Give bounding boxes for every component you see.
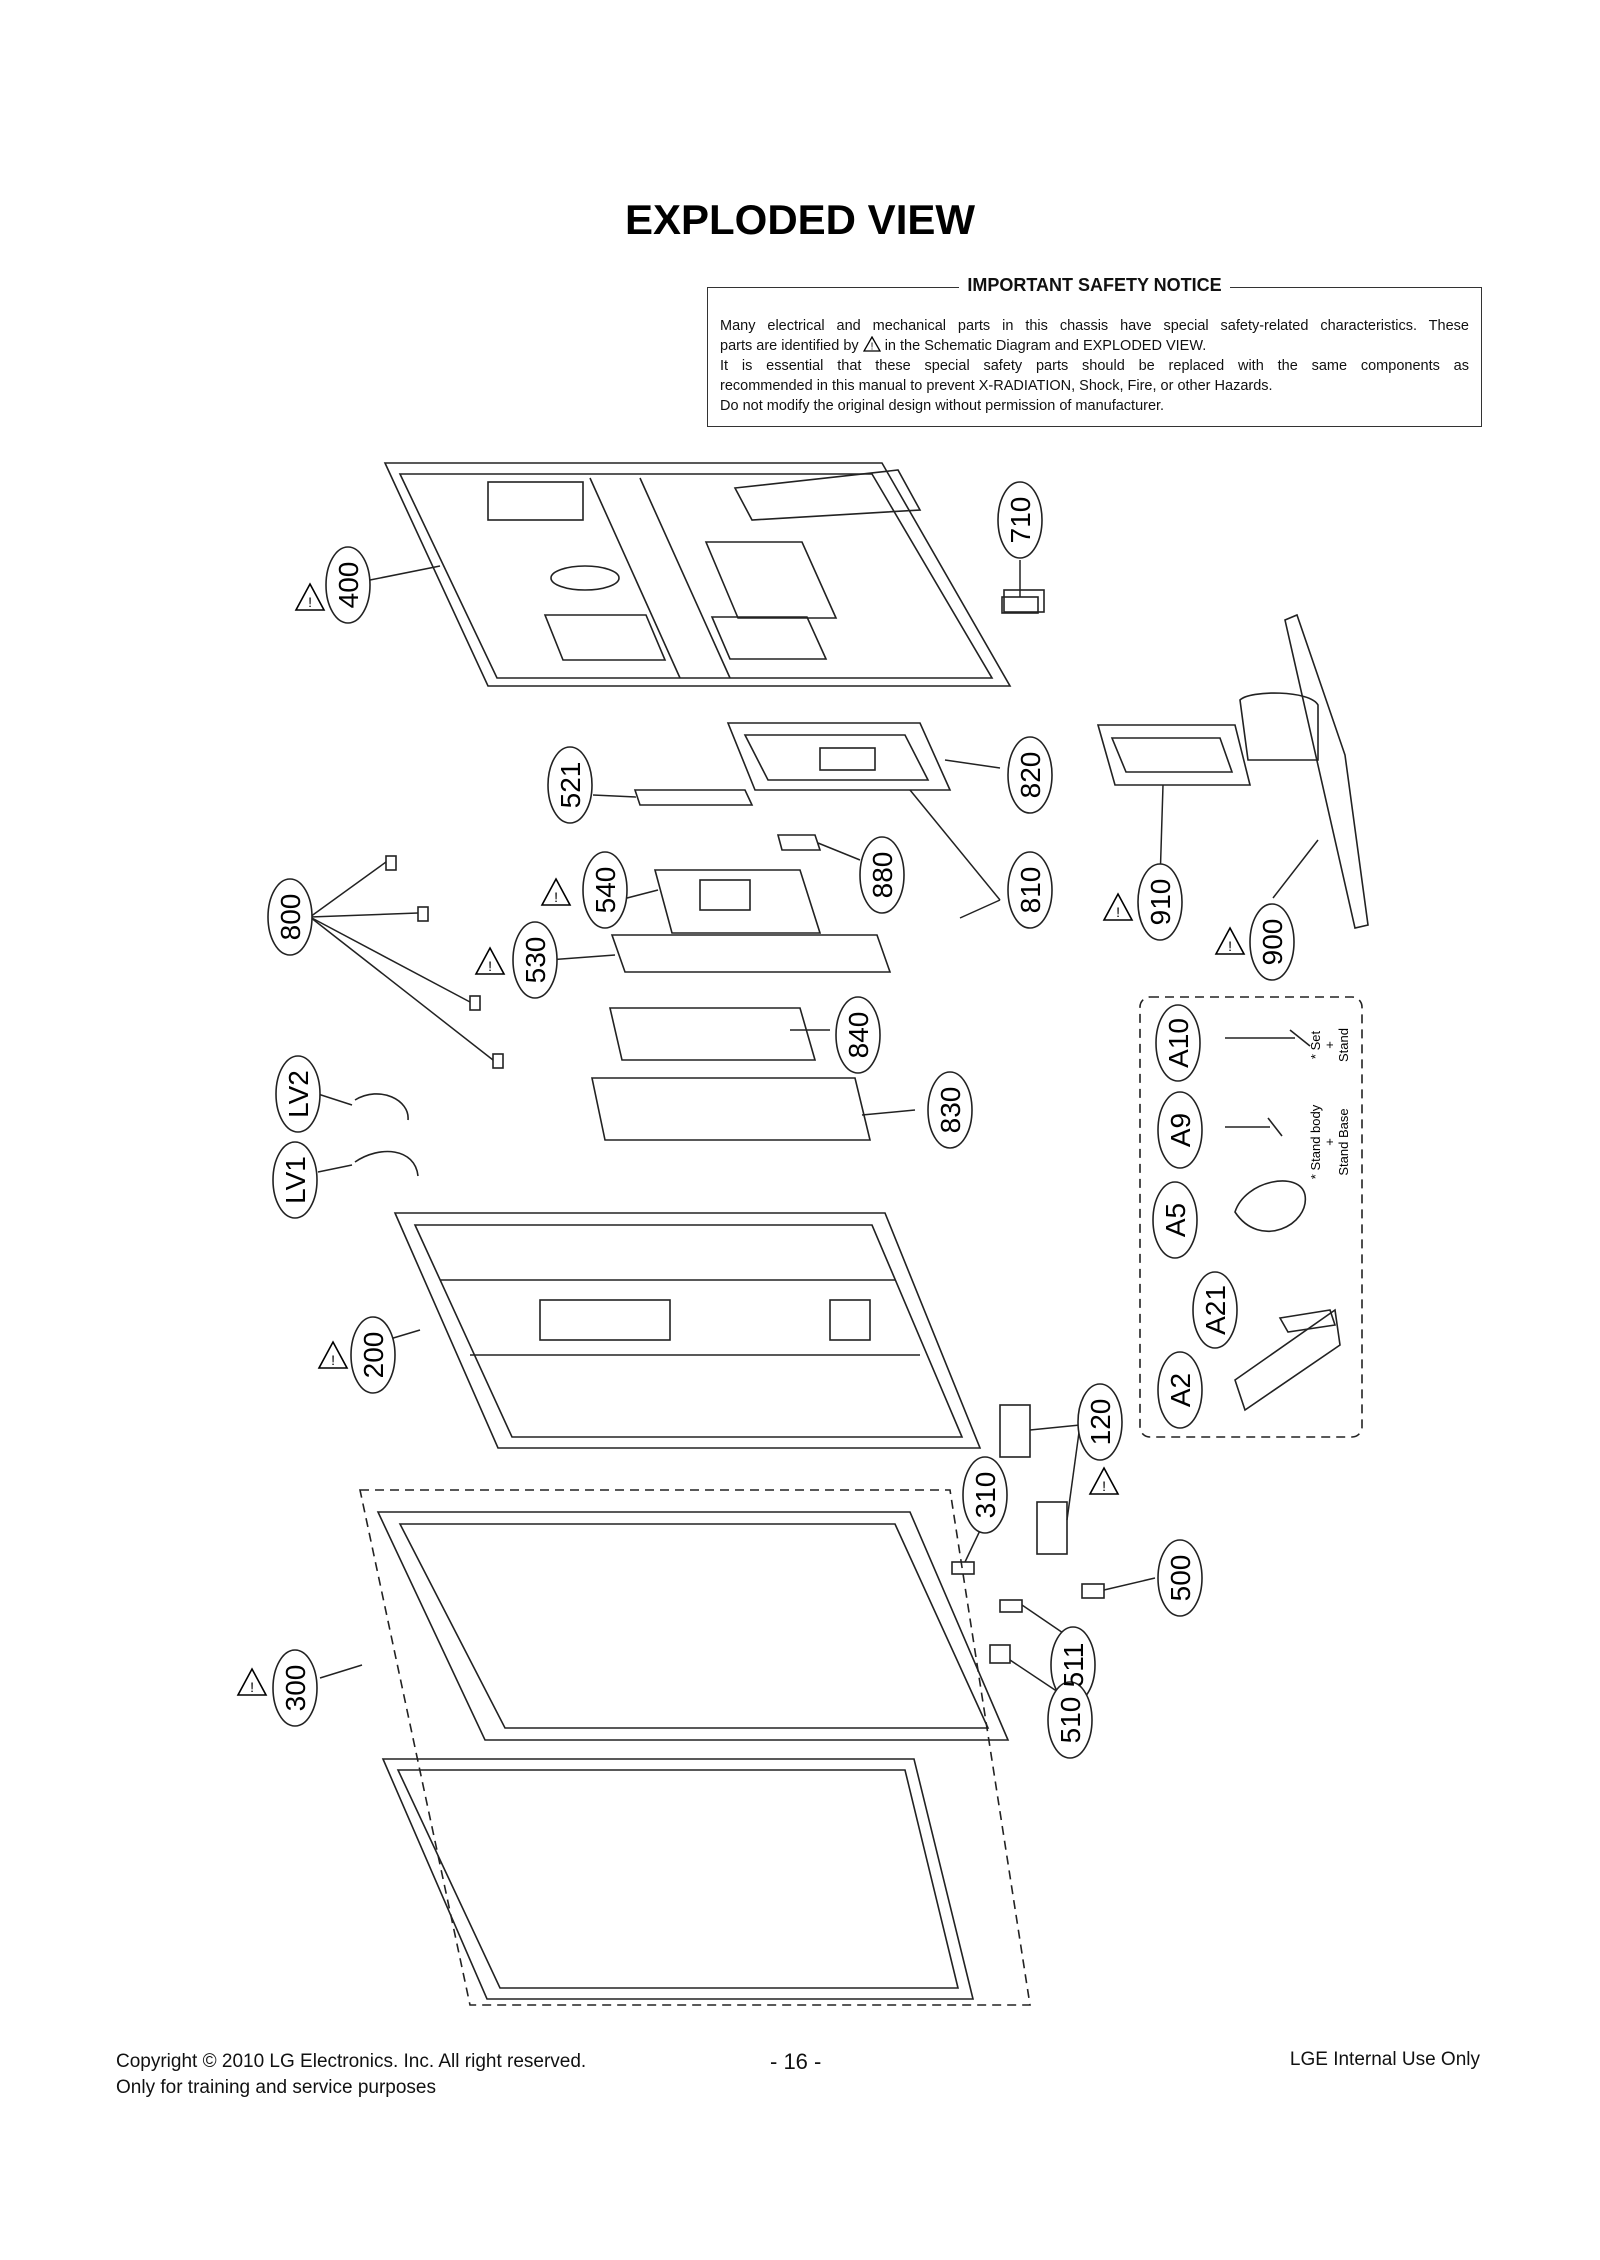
cover-a5-shape (1234, 1180, 1306, 1232)
purpose-text: Only for training and service purposes (116, 2077, 436, 2098)
part-710-shape (1001, 596, 1039, 614)
part-310-shape (951, 1561, 975, 1575)
main-board-540-part (653, 869, 822, 934)
label-900: 900 (1257, 919, 1288, 966)
label-200: 200 (358, 1332, 389, 1379)
label-830: 830 (935, 1087, 966, 1134)
label-lv2: LV2 (283, 1070, 314, 1118)
warning-triangle-icon: ! (862, 336, 881, 353)
rear-cover-part (383, 462, 1045, 687)
label-840: 840 (843, 1012, 874, 1059)
label-300: 300 (280, 1665, 311, 1712)
internal-use-text: LGE Internal Use Only (1289, 2049, 1480, 2070)
cable-lv1-part (354, 1150, 419, 1177)
warning-triangle-icon (295, 583, 325, 611)
note-body-base-2: + (1322, 1138, 1337, 1146)
label-910: 910 (1145, 879, 1176, 926)
label-lv1: LV1 (280, 1156, 311, 1204)
note-body-base-3: Stand Base (1336, 1108, 1351, 1175)
footer-left: Copyright © 2010 LG Electronics. Inc. Al… (116, 2049, 586, 2101)
label-880: 880 (867, 852, 898, 899)
bracket-820-part (726, 722, 952, 791)
warning-triangle-icon (318, 1341, 348, 1369)
shield-830-part (591, 1077, 872, 1141)
warning-triangle-icon (475, 947, 505, 975)
label-a2: A2 (1165, 1373, 1196, 1407)
insulator-840-part (608, 1007, 817, 1061)
notice-line-4: recommended in this manual to prevent X-… (720, 378, 1273, 394)
label-521: 521 (555, 762, 586, 809)
notice-line-5: Do not modify the original design withou… (720, 398, 1165, 414)
page-title: EXPLODED VIEW (624, 196, 976, 243)
label-530: 530 (520, 937, 551, 984)
speaker-120-top (999, 1404, 1031, 1458)
notice-line-2-end: in the Schematic Diagram and EXPLODED VI… (884, 338, 1207, 354)
board-521-part (633, 789, 754, 806)
label-a10: A10 (1163, 1018, 1194, 1068)
label-500: 500 (1165, 1555, 1196, 1602)
page-number: - 16 - (770, 2049, 822, 2074)
part-510-shape (989, 1644, 1011, 1664)
label-800: 800 (275, 894, 306, 941)
svg-text:!: ! (870, 342, 873, 353)
screw-a10-shape (1225, 1029, 1311, 1047)
label-511: 511 (1058, 1643, 1089, 1688)
notice-line-1: Many electrical and mechanical parts in … (720, 318, 1469, 334)
power-board-530-part (610, 934, 892, 973)
part-511-shape (999, 1599, 1023, 1613)
cover-a21-shape (1278, 1309, 1337, 1333)
safety-notice-box: IMPORTANT SAFETY NOTICE Many electrical … (707, 275, 1482, 427)
screws-800-part (385, 855, 504, 1069)
stand-part (1096, 613, 1369, 929)
backlight-chassis-200-part (393, 1212, 982, 1449)
warning-triangle-icon (1089, 1467, 1119, 1495)
front-cabinet-300-part (376, 1511, 1010, 2000)
label-310: 310 (970, 1472, 1001, 1519)
note-set-stand-2: + (1322, 1041, 1337, 1049)
warning-triangle-icon (1103, 893, 1133, 921)
notice-line-2: parts are identified by ! in the Schemat… (720, 336, 1469, 356)
label-810: 810 (1015, 867, 1046, 914)
copyright-text: Copyright © 2010 LG Electronics. Inc. Al… (116, 2051, 587, 2072)
screw-a9-shape (1225, 1117, 1283, 1137)
label-540: 540 (590, 867, 621, 914)
label-400: 400 (333, 562, 364, 609)
note-set-stand-3: Stand (1336, 1028, 1351, 1062)
front-assembly-outline (359, 1489, 1031, 2006)
note-body-base-1: * Stand body (1308, 1104, 1323, 1179)
label-a21: A21 (1200, 1285, 1231, 1335)
cable-lv2-part (354, 1093, 409, 1121)
label-820: 820 (1015, 752, 1046, 799)
label-710: 710 (1005, 497, 1036, 544)
notice-line-3: It is essential that these special safet… (720, 358, 1469, 374)
label-a9: A9 (1165, 1113, 1196, 1147)
safety-notice-title: IMPORTANT SAFETY NOTICE (959, 275, 1230, 295)
warning-triangle-icon (541, 878, 571, 906)
label-120: 120 (1085, 1399, 1116, 1446)
part-880-shape (776, 834, 822, 851)
label-510: 510 (1055, 1697, 1086, 1744)
safety-notice-body: Many electrical and mechanical parts in … (720, 316, 1469, 416)
accessory-box (1139, 996, 1363, 1438)
note-set-stand-1: * Set (1308, 1031, 1323, 1060)
warning-triangle-icon (237, 1668, 267, 1696)
part-500-shape (1081, 1583, 1105, 1599)
speaker-120-bottom (1036, 1501, 1068, 1555)
label-a5: A5 (1160, 1203, 1191, 1237)
warning-triangle-icon (1215, 927, 1245, 955)
stand-a2-shape (1234, 1308, 1341, 1412)
notice-line-2-start: parts are identified by (720, 338, 859, 354)
